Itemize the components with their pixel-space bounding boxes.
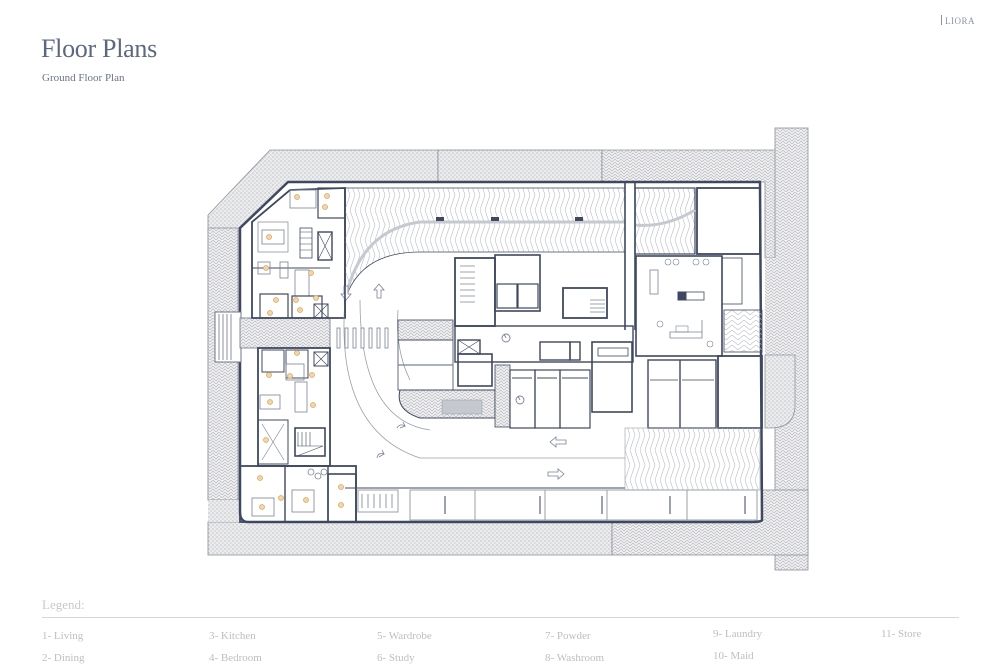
legend-item: 3- Kitchen (209, 630, 256, 642)
storage-row (357, 489, 758, 521)
entrance-steps (214, 311, 242, 363)
legend-item: 8- Washroom (545, 652, 605, 664)
legend-item: 10- Maid (713, 650, 754, 662)
building-core (397, 254, 634, 413)
legend-item: 5- Wardrobe (377, 630, 432, 642)
legend-item: 6- Study (377, 652, 415, 664)
wheelchair-icon (501, 333, 525, 405)
driveway (343, 299, 625, 489)
brand-name: LIORA (945, 16, 975, 26)
traffic-arrows (340, 283, 567, 480)
legend-item: 1- Living (42, 630, 84, 642)
curved-arrow-icon (396, 421, 406, 429)
legend-item: 2- Dining (42, 652, 85, 664)
legend-item: 9- Laundry (713, 628, 763, 640)
fixture-lights (263, 193, 330, 316)
exit-ramp (624, 427, 761, 491)
brand-logo: LIORA (941, 15, 975, 26)
curved-arrow-icon (376, 449, 385, 459)
page-title: Floor Plans (41, 34, 157, 63)
arrow-down-icon (340, 285, 352, 301)
legend-divider (42, 617, 959, 618)
parking-ramp (343, 187, 696, 301)
arrow-up-icon (373, 283, 385, 299)
arrow-right-icon (547, 468, 565, 480)
legend-title: Legend: (42, 597, 85, 612)
pedestrian-crossing (336, 327, 389, 349)
legend-item: 7- Powder (545, 630, 591, 642)
lounge-area (635, 187, 763, 357)
floor-plan-drawing (207, 127, 809, 571)
legend-item: 11- Store (881, 628, 922, 640)
legend-item: 4- Bedroom (209, 652, 262, 664)
arrow-left-icon (549, 436, 567, 448)
parking-bays (398, 355, 763, 429)
brand-divider (941, 15, 942, 25)
apartment-unit-bottom (239, 465, 357, 523)
page-subtitle: Ground Floor Plan (42, 72, 125, 84)
